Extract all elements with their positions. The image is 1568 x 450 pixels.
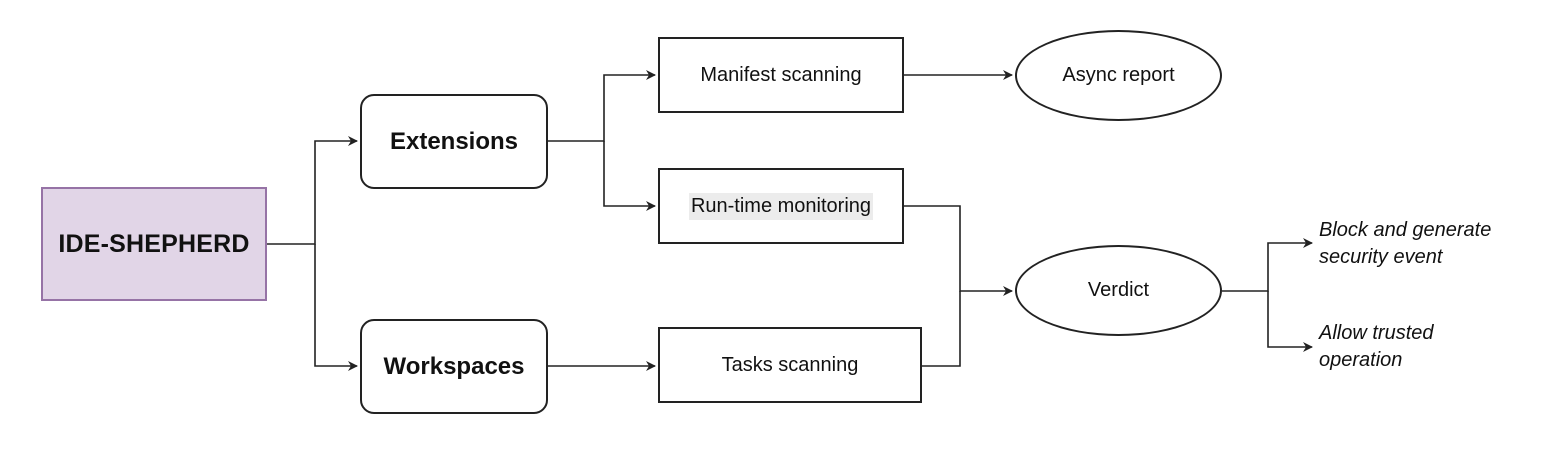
node-async-report-label: Async report <box>1062 64 1175 86</box>
outcome-block-line-2: security event <box>1319 246 1443 268</box>
edge-extensions-manifest <box>548 70 656 142</box>
node-async-report: Async report <box>1015 30 1222 121</box>
node-ide-shepherd-label: IDE-SHEPHERD <box>58 229 250 258</box>
edge-root-extensions <box>267 136 358 245</box>
node-verdict-label: Verdict <box>1087 279 1150 301</box>
node-ide-shepherd: IDE-SHEPHERD <box>41 187 267 301</box>
node-workspaces: Workspaces <box>360 319 548 414</box>
node-runtime-monitoring-label: Run-time monitoring <box>688 192 874 220</box>
outcome-block: Block and generate security event <box>1319 217 1549 271</box>
node-tasks-scanning: Tasks scanning <box>658 327 922 403</box>
edge-tasks-verdict <box>922 291 961 367</box>
outcome-allow: Allow trusted operation <box>1319 320 1549 374</box>
node-extensions: Extensions <box>360 94 548 189</box>
node-extensions-label: Extensions <box>389 127 519 155</box>
node-workspaces-label: Workspaces <box>383 352 525 380</box>
outcome-allow-line-1: Allow trusted <box>1319 322 1434 344</box>
edge-root-workspaces <box>314 244 358 371</box>
node-manifest-scanning-label: Manifest scanning <box>700 63 862 86</box>
edge-verdict-block <box>1222 238 1313 292</box>
node-verdict: Verdict <box>1015 245 1222 336</box>
node-manifest-scanning: Manifest scanning <box>658 37 904 113</box>
edge-extensions-runtime <box>603 141 656 211</box>
edge-runtime-verdict <box>904 205 1013 296</box>
node-runtime-monitoring: Run-time monitoring <box>658 168 904 244</box>
outcome-allow-line-2: operation <box>1319 349 1403 371</box>
outcome-block-line-1: Block and generate <box>1319 219 1492 241</box>
node-tasks-scanning-label: Tasks scanning <box>721 353 859 376</box>
edge-verdict-allow <box>1267 291 1313 352</box>
